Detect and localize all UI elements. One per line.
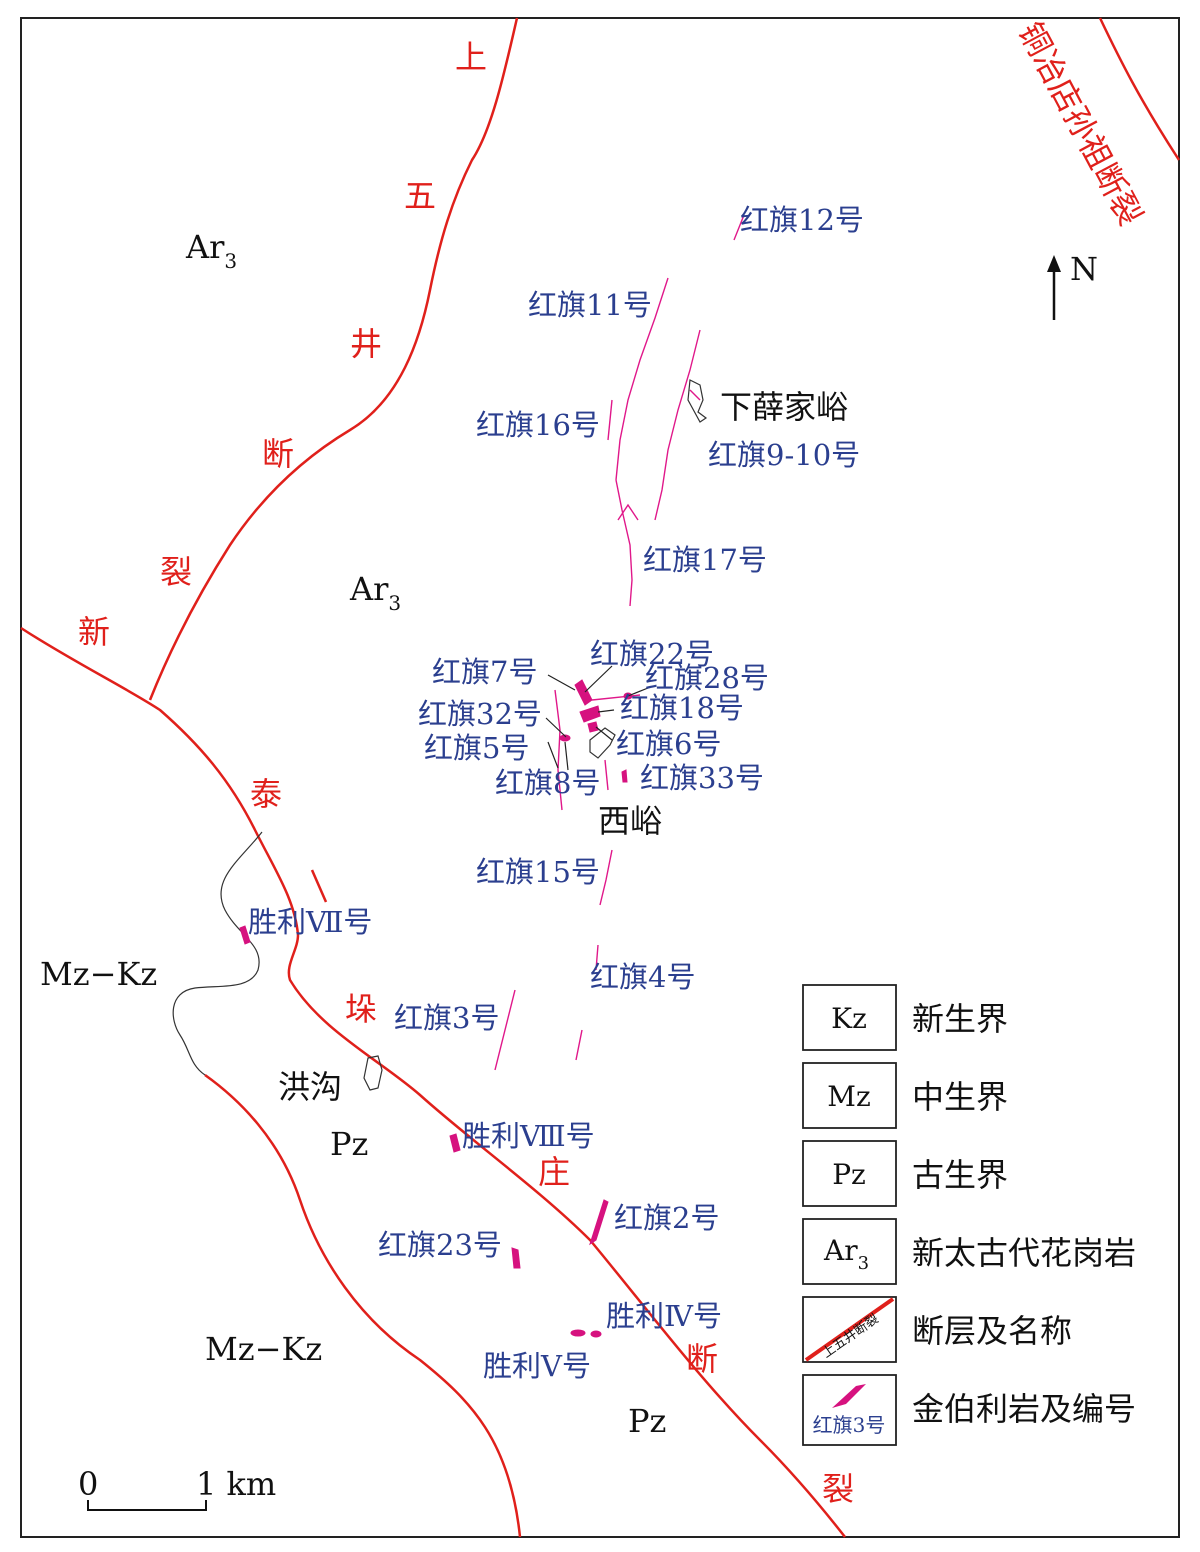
fault-label-char: 裂 (822, 1470, 854, 1508)
legend-swatch-pz (802, 1140, 897, 1207)
fault-tongyedian-line (1098, 17, 1181, 161)
legend-text-ar3: 新太古代花岗岩 (912, 1234, 1136, 1272)
pipe-label-hq2: 红旗2号 (614, 1201, 719, 1235)
legend-swatch-kimberlite (802, 1374, 897, 1446)
fault-label-char: 垛 (345, 990, 377, 1028)
unit-label-mzkz: Mz−Kz (40, 955, 157, 993)
legend-text-fault: 断层及名称 (912, 1312, 1072, 1350)
north-label: N (1070, 250, 1098, 288)
map-frame (20, 17, 1180, 1538)
pipe-label-hq16: 红旗16号 (476, 408, 600, 442)
pipe-label-hq9-10: 红旗9-10号 (708, 438, 860, 472)
fault-lower-boundary-line (204, 1073, 522, 1538)
unit-label-ar3: Ar3 (185, 228, 237, 273)
pipe-label-hq5: 红旗5号 (424, 731, 529, 765)
legend-fault-line (804, 1297, 895, 1362)
fault-label-char: 新 (78, 613, 110, 651)
fault-label-char: 庄 (538, 1153, 570, 1191)
place-label-honggou: 洪沟 (278, 1068, 342, 1106)
north-arrow: N (1047, 250, 1098, 320)
pipe-label-hq22: 红旗22号 (590, 637, 714, 671)
fault-segment-sl7 (310, 869, 328, 903)
scale-label-one: 1 km (196, 1465, 276, 1503)
legend-kimberlite-sample: 红旗3号 (813, 1413, 886, 1437)
kimberlite-dikes (494, 214, 745, 1071)
legend: Kz 新生界 Mz 中生界 Pz 古生界 Ar3 新太古代花岗岩 上五井断裂 断… (802, 984, 1136, 1446)
pipe-label-hq8: 红旗8号 (495, 766, 600, 800)
legend-swatch-mz (802, 1062, 897, 1129)
unit-label-ar3: Ar3 (349, 570, 401, 615)
fault-label-char: 上 (455, 38, 487, 76)
pipe-label-hq17: 红旗17号 (643, 543, 767, 577)
fault-label-char: 五 (404, 177, 436, 215)
pipe-label-hq6: 红旗6号 (616, 727, 721, 761)
legend-text-mz: 中生界 (912, 1078, 1008, 1116)
fault-label-char: 泰 (250, 775, 282, 813)
leader-lines (545, 665, 649, 771)
pipe-label-hq32: 红旗32号 (418, 697, 542, 731)
pipe-label-hq18: 红旗18号 (620, 691, 744, 725)
place-label-xiyu: 西峪 (598, 802, 662, 840)
legend-swatch-kz (802, 984, 897, 1051)
pipe-label-hq7: 红旗7号 (432, 655, 537, 689)
fault-label-char: 裂 (160, 553, 192, 591)
village-outline-xiyu (589, 727, 616, 759)
pipe-label-hq33: 红旗33号 (640, 761, 764, 795)
legend-text-kimberlite: 金伯利岩及编号 (912, 1390, 1136, 1428)
legend-code-pz: Pz (832, 1158, 866, 1191)
legend-text-pz: 古生界 (912, 1156, 1008, 1194)
village-outline-xiaxuejiayu (687, 379, 708, 423)
pipe-label-sl7: 胜利Ⅶ号 (248, 905, 372, 939)
mzkz-boundary-line (172, 831, 263, 1076)
legend-swatch-ar3 (802, 1218, 897, 1285)
pipe-label-hq3: 红旗3号 (394, 1001, 499, 1035)
north-arrow-icon (1047, 255, 1061, 272)
scale-label-zero: 0 (78, 1465, 98, 1503)
fault-xintai-line (20, 626, 846, 1538)
pipe-label-hq23: 红旗23号 (378, 1228, 502, 1262)
pipe-label-hq15: 红旗15号 (476, 855, 600, 889)
legend-text-kz: 新生界 (912, 1000, 1008, 1038)
fault-label-char: 井 (350, 325, 382, 363)
unit-label-pz: Pz (628, 1402, 666, 1440)
unit-label-pz: Pz (330, 1125, 368, 1163)
pipe-label-hq28: 红旗28号 (645, 661, 769, 695)
scale-bar: 0 1 km (78, 1465, 276, 1511)
unit-label-mzkz: Mz−Kz (205, 1330, 322, 1368)
kimberlite-pipes (239, 679, 633, 1338)
fault-label-tongyedian: 铜冶店孙祖断裂 (1011, 16, 1150, 232)
pipe-label-sl8: 胜利Ⅷ号 (462, 1119, 595, 1153)
legend-code-ar3: Ar3 (823, 1234, 869, 1274)
legend-kimberlite-shape (832, 1384, 866, 1408)
place-label-xiaxuejiayu: 下薛家峪 (720, 388, 848, 426)
pipe-label-hq12: 红旗12号 (740, 203, 864, 237)
legend-code-kz: Kz (831, 1002, 867, 1035)
pipe-label-hq11: 红旗11号 (528, 288, 652, 322)
pipe-label-sl5: 胜利Ⅴ号 (483, 1349, 591, 1383)
fault-label-char: 断 (686, 1340, 718, 1378)
legend-code-mz: Mz (827, 1080, 870, 1113)
pipe-label-hq4: 红旗4号 (590, 960, 695, 994)
pipe-label-sl4: 胜利Ⅳ号 (606, 1299, 722, 1333)
fault-shangwujing-line (148, 17, 519, 701)
fault-label-char: 断 (262, 435, 294, 473)
village-outline-honggou (363, 1055, 383, 1091)
